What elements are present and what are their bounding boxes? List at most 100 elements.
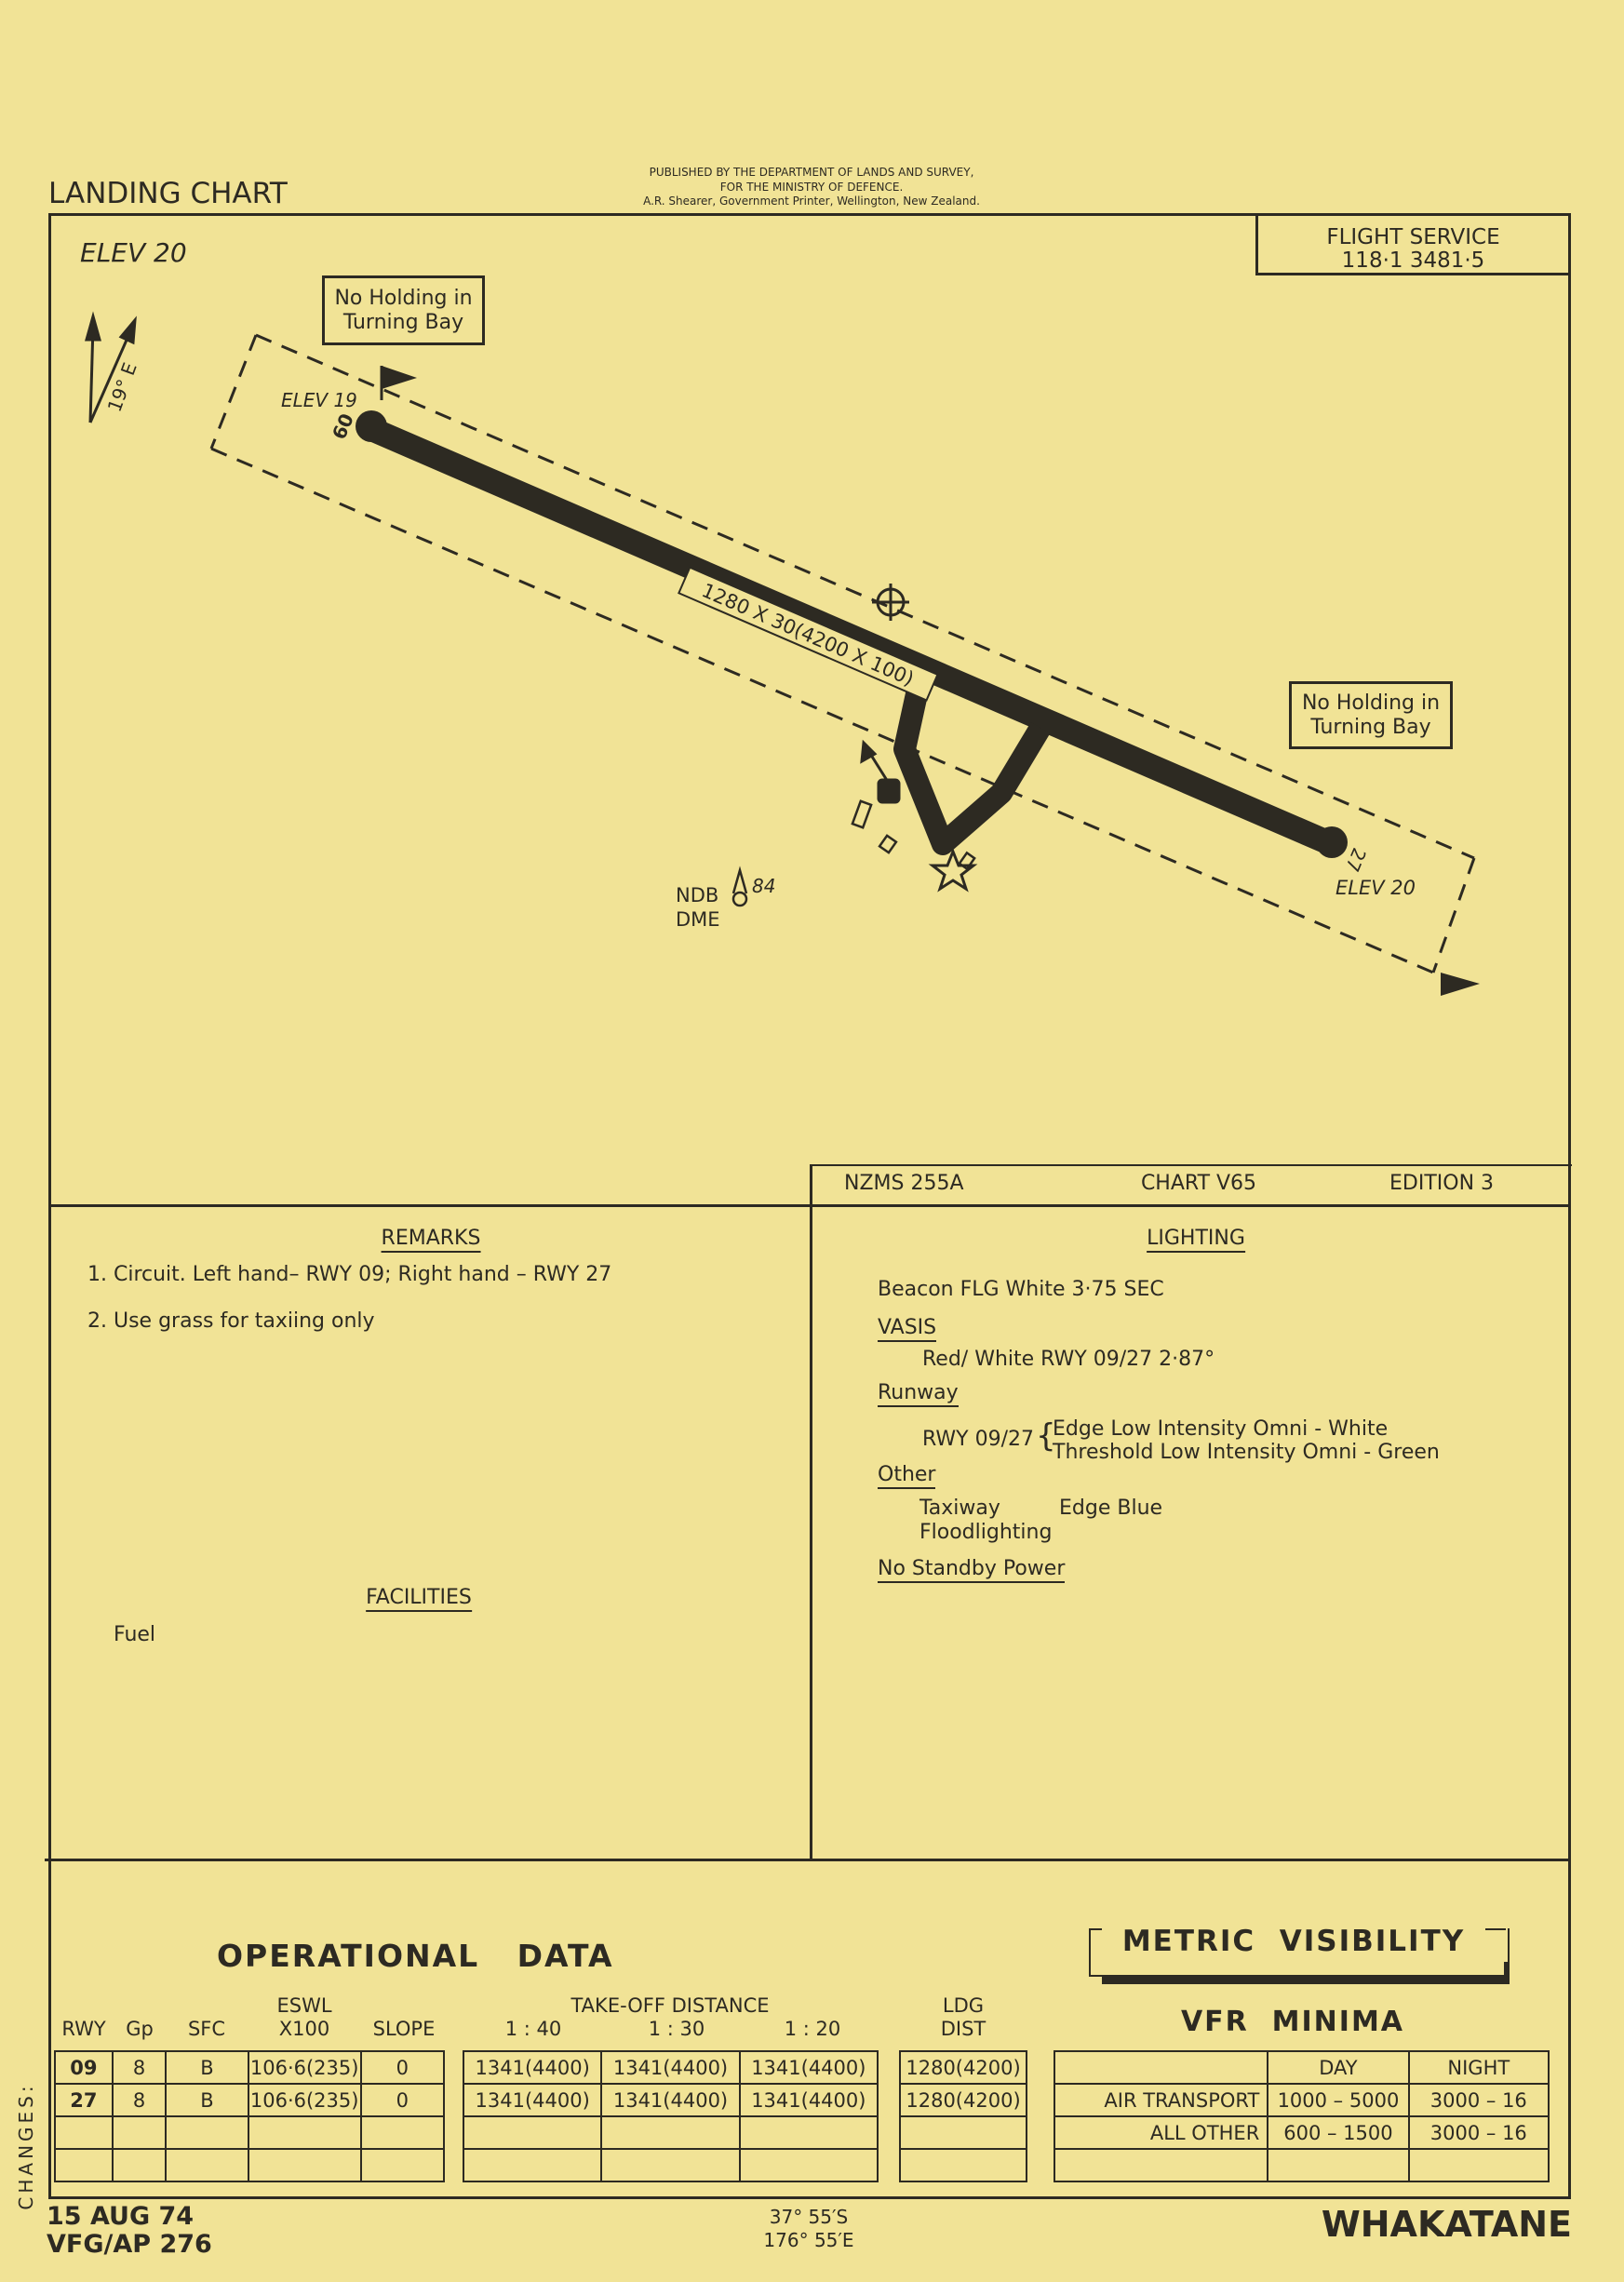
cell: B [165, 2050, 249, 2085]
vasis-info: Red/ White RWY 09/27 2·87° [922, 1348, 1215, 1371]
direction-flag-icon [1441, 973, 1480, 996]
divider [45, 1859, 1571, 1861]
cell: 106·6(235) [247, 2050, 362, 2085]
taxiway-loop [893, 678, 1051, 855]
vasis-label: VASIS [878, 1316, 937, 1342]
cell: 1341(4400) [600, 2083, 741, 2117]
telephone-icon [860, 739, 901, 804]
ndb-label: NDB [676, 884, 719, 906]
landing-table: 1280(4200) 1280(4200) [899, 2050, 1027, 2182]
divider [811, 1164, 1572, 1166]
table-row [899, 2148, 1027, 2182]
cell: 27 [54, 2083, 114, 2117]
cell: 1280(4200) [899, 2050, 1027, 2085]
col-1-20: 1 : 20 [784, 2018, 841, 2040]
chart-number: CHART V65 [1140, 1172, 1257, 1195]
col-sfc: SFC [187, 2018, 226, 2040]
ndb-icon [731, 866, 748, 907]
beacon-star-icon [928, 847, 978, 893]
cell: 0 [359, 2083, 446, 2117]
table-row: 1341(4400)1341(4400)1341(4400) [462, 2083, 879, 2117]
brace: { [1036, 1417, 1056, 1455]
table-row [462, 2148, 879, 2182]
cell: 1341(4400) [738, 2050, 879, 2085]
box-shadow [1504, 1962, 1510, 1984]
elev-west: ELEV 19 [281, 389, 357, 411]
note-line: No Holding in [1301, 691, 1441, 715]
facilities-heading: FACILITIES [366, 1586, 472, 1612]
col-1-40: 1 : 40 [504, 2018, 562, 2040]
table-row: 1280(4200) [899, 2083, 1027, 2117]
runway-edge-lighting: Edge Low Intensity Omni - White [1053, 1417, 1389, 1441]
flight-service-freqs: 118·1 3481·5 [1341, 248, 1485, 273]
facility-item: Fuel [114, 1623, 156, 1646]
latitude: 37° 55′S [769, 2206, 849, 2228]
longitude: 176° 55′E [763, 2229, 854, 2251]
north-arrow-icon [85, 311, 137, 423]
vor-target-icon [872, 584, 909, 621]
cell: 106·6(235) [247, 2083, 362, 2117]
flight-service-label: FLIGHT SERVICE [1326, 225, 1500, 249]
floodlighting: Floodlighting [919, 1521, 1053, 1544]
runway-lighting-label: Runway [878, 1381, 959, 1407]
direction-flag-icon [382, 366, 417, 389]
col-gp: Gp [126, 2018, 154, 2040]
lighting-heading: LIGHTING [1147, 1227, 1245, 1253]
table-row: 1280(4200) [899, 2050, 1027, 2085]
divider [1089, 1928, 1102, 1930]
divider [1089, 1975, 1506, 1977]
takeoff-table: 1341(4400)1341(4400)1341(4400) 1341(4400… [462, 2050, 879, 2182]
publisher-line-1: PUBLISHED BY THE DEPARTMENT OF LANDS AND… [649, 166, 974, 179]
cell: NIGHT [1407, 2050, 1550, 2085]
col-eswl-sub: X100 [278, 2018, 330, 2040]
runway-lighting-rwy: RWY 09/27 [922, 1428, 1034, 1451]
col-tod: TAKE-OFF DISTANCE [570, 1994, 770, 2017]
cell: 09 [54, 2050, 114, 2085]
chart-reference: VFG/AP 276 [47, 2230, 212, 2259]
cell: 3000 – 16 [1407, 2115, 1550, 2150]
note-line: Turning Bay [342, 311, 464, 334]
table-row [1053, 2148, 1550, 2182]
table-row: 1341(4400)1341(4400)1341(4400) [462, 2050, 879, 2085]
col-1-30: 1 : 30 [648, 2018, 705, 2040]
operational-data-title: OPERATIONAL DATA [217, 1938, 614, 1974]
box-shadow [1102, 1977, 1510, 1984]
cell: AIR TRANSPORT [1053, 2083, 1269, 2117]
no-holding-note-west: No Holding in Turning Bay [322, 275, 485, 345]
chart-date: 15 AUG 74 [47, 2202, 195, 2231]
table-row [462, 2115, 879, 2150]
cell: 8 [111, 2083, 168, 2117]
taxiway-edge-lighting: Edge Blue [1059, 1497, 1163, 1520]
no-holding-note-east: No Holding in Turning Bay [1289, 681, 1453, 749]
vfr-minima-title: VFR MINIMA [1180, 2006, 1405, 2038]
dme-label: DME [676, 908, 720, 931]
cell: 600 – 1500 [1267, 2115, 1410, 2150]
col-ldg: LDG [942, 1994, 985, 2017]
cell: DAY [1267, 2050, 1410, 2085]
note-line: No Holding in [334, 287, 473, 310]
remark-item: 2. Use grass for taxiing only [87, 1309, 375, 1333]
cell: B [165, 2083, 249, 2117]
cell: ALL OTHER [1053, 2115, 1269, 2150]
aerodrome-elevation: ELEV 20 [80, 237, 187, 268]
note-line: Turning Bay [1310, 716, 1431, 739]
divider [1485, 1928, 1506, 1930]
runway-09-27 [356, 410, 1348, 858]
map-series: NZMS 255A [844, 1172, 964, 1195]
runway-dimension-label [678, 566, 939, 702]
cell: 1341(4400) [600, 2050, 741, 2085]
metric-visibility-box [1089, 1928, 1510, 1977]
cell: 1000 – 5000 [1267, 2083, 1410, 2117]
cell: 1341(4400) [462, 2083, 603, 2117]
cell: 1341(4400) [462, 2050, 603, 2085]
runway-threshold-lighting: Threshold Low Intensity Omni - Green [1053, 1441, 1440, 1464]
elev-east: ELEV 20 [1335, 877, 1416, 899]
table-row [54, 2115, 446, 2150]
other-lighting-label: Other [878, 1463, 936, 1489]
